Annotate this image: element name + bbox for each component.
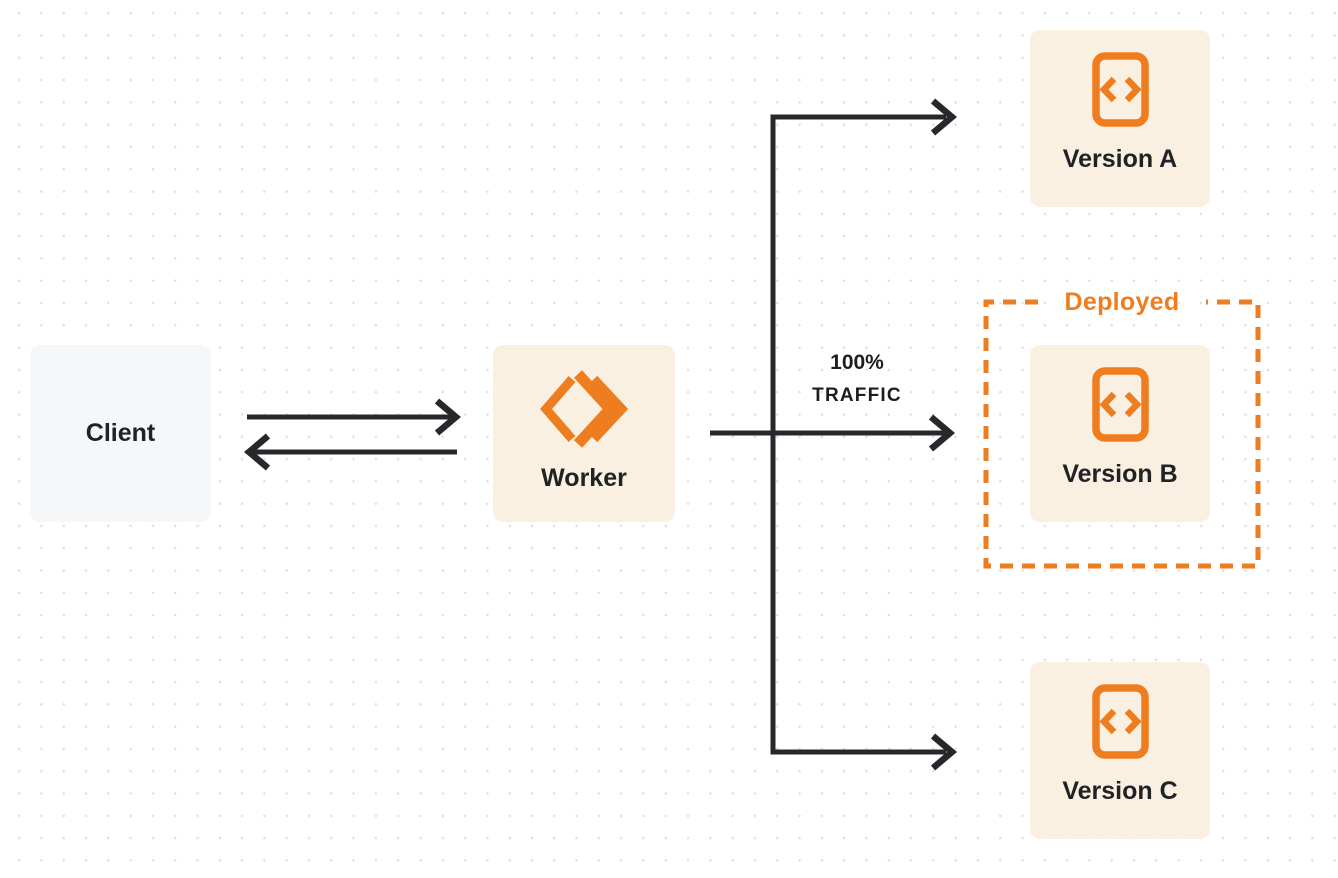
- version-b-label: Version B: [1062, 460, 1178, 488]
- version-a-label: Version A: [1062, 145, 1178, 173]
- arrow-worker-to-client-head: [243, 433, 271, 471]
- traffic-label: 100% TRAFFIC: [787, 351, 927, 407]
- client-node: Client: [30, 345, 211, 522]
- deployed-group-outline: [983, 299, 1261, 569]
- version-a-node: Version A: [1030, 30, 1210, 207]
- client-label: Client: [85, 419, 156, 447]
- version-c-label: Version C: [1062, 777, 1178, 805]
- arrow-client-to-worker-head: [434, 398, 462, 436]
- version-b-node: Version B: [1030, 345, 1210, 522]
- deployed-label: Deployed: [1064, 288, 1180, 316]
- traffic-word: TRAFFIC: [812, 385, 902, 406]
- version-c-node: Version C: [1030, 662, 1210, 839]
- traffic-percent: 100%: [830, 351, 884, 374]
- code-file-icon: [1091, 52, 1149, 132]
- worker-node: Worker: [493, 345, 675, 522]
- cloudflare-workers-logo-icon: [536, 369, 632, 454]
- arrow-worker-to-version-b-head: [928, 414, 956, 452]
- worker-label: Worker: [541, 464, 627, 492]
- arrow-to-version-a-head: [930, 98, 958, 136]
- code-file-icon: [1091, 684, 1149, 764]
- code-file-icon: [1091, 367, 1149, 447]
- arrow-to-version-c-head: [930, 733, 958, 771]
